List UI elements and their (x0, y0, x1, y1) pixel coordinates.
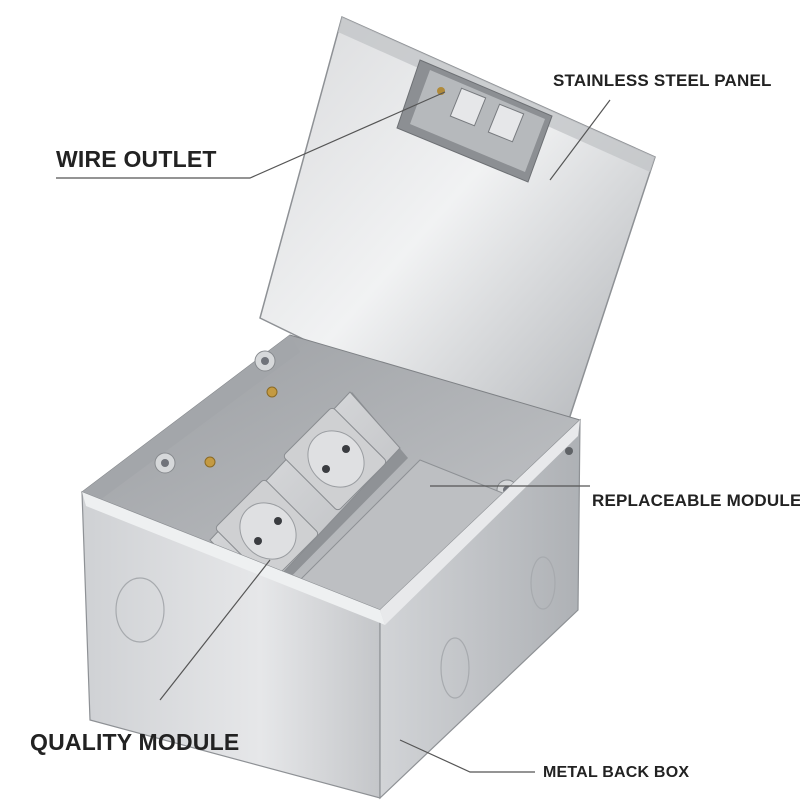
brass-screw (266, 386, 278, 398)
leader-lines (56, 91, 611, 773)
leader-line-metal-back-box (399, 739, 535, 773)
leader-line-wire-outlet (56, 91, 446, 179)
label-metal-back-box: METAL BACK BOX (543, 764, 690, 781)
leader-line-quality-module (159, 559, 271, 701)
wire-outlet-bracket (396, 59, 553, 183)
label-replaceable-module: REPLACEABLE MODULE (592, 491, 800, 510)
metal-back-box (81, 418, 581, 800)
label-quality-module: QUALITY MODULE (30, 729, 240, 755)
leader-line-panel (549, 99, 611, 181)
quality-socket-module (208, 391, 408, 600)
label-stainless-steel-panel: STAINLESS STEEL PANEL (553, 71, 772, 90)
knockout-hole (530, 556, 556, 610)
mounting-hole (154, 452, 176, 474)
label-wire-outlet: WIRE OUTLET (56, 146, 217, 172)
schuko-socket (283, 407, 387, 511)
schuko-socket (215, 479, 319, 583)
knockout-hole (440, 637, 470, 699)
stainless-steel-lid (259, 15, 656, 464)
mounting-hole (254, 350, 276, 372)
brass-screw (204, 456, 216, 468)
knockout-hole (115, 577, 165, 643)
hinge-pin (565, 447, 573, 455)
